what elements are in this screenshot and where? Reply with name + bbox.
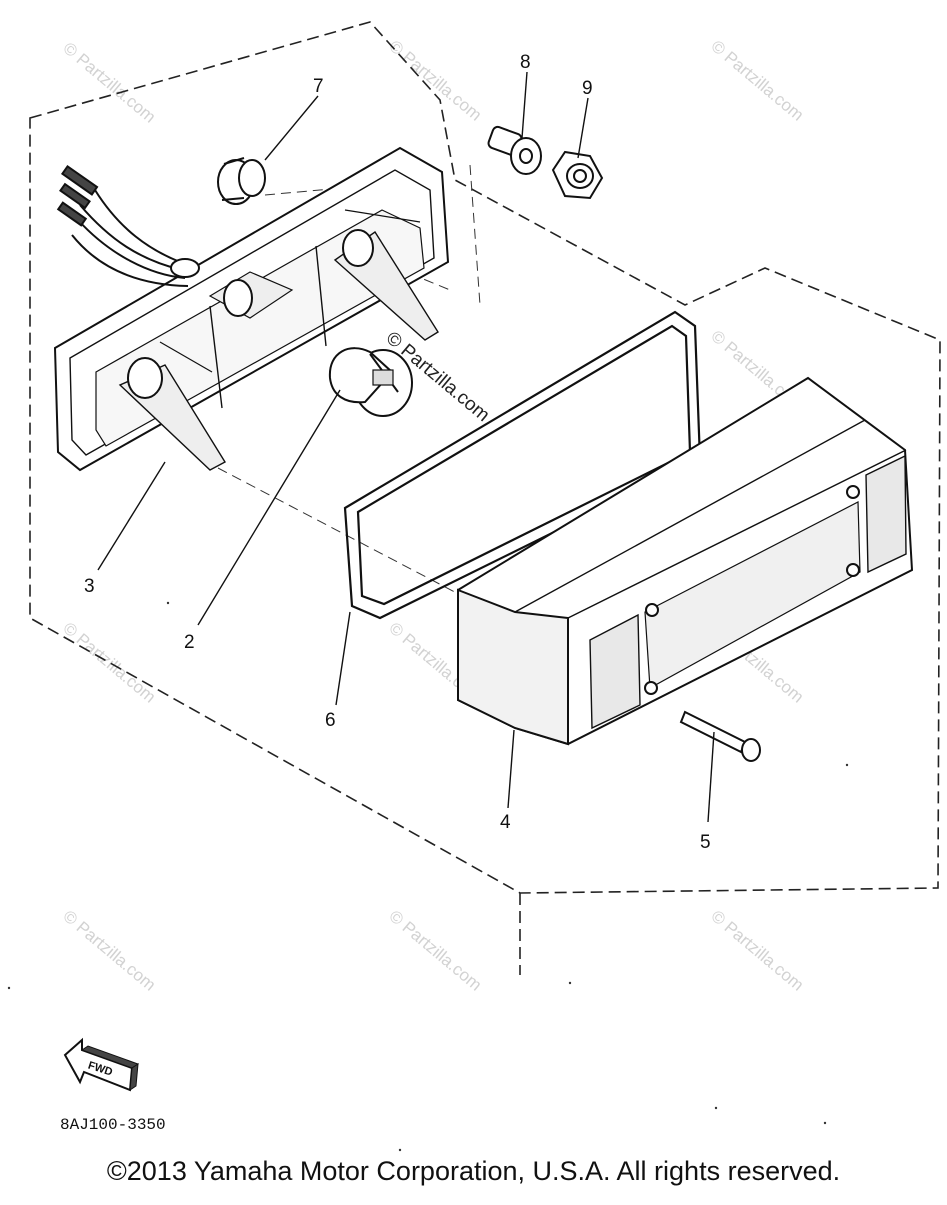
callout-4: 4	[500, 812, 511, 833]
grommet	[217, 157, 266, 205]
watermark: © Partzilla.com	[707, 37, 807, 125]
lens	[457, 376, 914, 746]
forward-direction-arrow: FWD	[63, 1037, 140, 1092]
watermark: © Partzilla.com	[59, 39, 159, 127]
callout-3: 3	[84, 576, 95, 597]
callout-9: 9	[582, 78, 593, 99]
part-code: 8AJ100-3350	[60, 1116, 166, 1134]
callout-7: 7	[313, 76, 324, 97]
scan-dots	[7, 601, 849, 1152]
assembly-boundary	[29, 21, 941, 894]
callout-labels: 2 3 4 5 6 7 8 9	[84, 52, 711, 853]
callout-6: 6	[325, 710, 336, 731]
wire-harness	[56, 165, 200, 287]
lamp-housing	[53, 146, 450, 472]
watermark: © Partzilla.com	[385, 37, 485, 125]
watermark: © Partzilla.com	[707, 907, 807, 995]
watermark: © Partzilla.com	[59, 907, 159, 995]
callout-5: 5	[700, 832, 711, 853]
bulb	[328, 347, 413, 417]
screw	[679, 710, 761, 762]
watermark: © Partzilla.com	[385, 907, 485, 995]
callout-2: 2	[184, 632, 195, 653]
bolt	[487, 125, 542, 175]
callout-8: 8	[520, 52, 531, 73]
watermark: © Partzilla.com	[59, 619, 159, 707]
leader-lines	[97, 71, 715, 823]
copyright-notice: ©2013 Yamaha Motor Corporation, U.S.A. A…	[106, 1156, 841, 1186]
nut	[551, 150, 604, 200]
